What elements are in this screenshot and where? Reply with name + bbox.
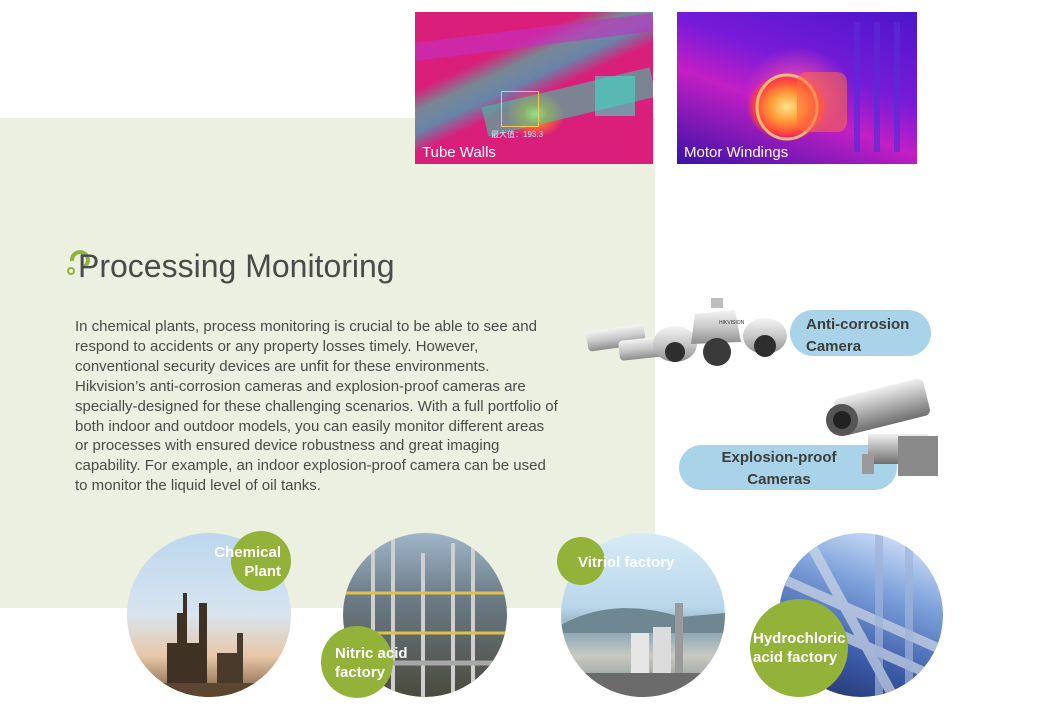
chemical-plant-label: Chemical Plant <box>214 544 281 580</box>
nitric-acid-factory-badge: Nitric acid factory <box>321 626 408 698</box>
explosion-proof-camera-image <box>826 378 938 476</box>
explosion-proof-cameras-label: Explosion-proof Cameras <box>679 445 897 490</box>
refinery-silhouette <box>127 593 291 697</box>
section-body-text: In chemical plants, process monitoring i… <box>75 318 558 495</box>
section-title-icon <box>67 250 90 275</box>
page-title: Processing Monitoring <box>78 248 395 284</box>
brand-mark: HIKVISION <box>719 320 745 326</box>
hydrochloric-acid-factory-badge: Hydrochloric acid factory <box>750 599 848 697</box>
anti-corrosion-camera-label: Anti-corrosion Camera <box>790 310 931 356</box>
anti-corrosion-camera-label-text: Anti-corrosion Camera <box>806 316 910 355</box>
pipe-array-silhouette <box>779 533 943 697</box>
vitriol-factory-badge: Vitriol factory <box>557 537 674 585</box>
thermal-image-motor-windings: Motor Windings <box>677 12 917 164</box>
section-background-panel <box>0 118 655 608</box>
motor-illustration <box>755 22 900 152</box>
factory-silhouette <box>561 603 725 697</box>
thermal-image-tube-walls: 最大值：193.3 Tube Walls <box>415 12 653 164</box>
max-value-readout: 最大值：193.3 <box>491 130 544 139</box>
nitric-acid-factory-label: Nitric acid factory <box>335 645 408 681</box>
thermal-caption-tube-walls: Tube Walls <box>422 144 496 161</box>
hydrochloric-acid-factory-label: Hydrochloric acid factory <box>753 630 846 666</box>
thermal-caption-motor-windings: Motor Windings <box>684 144 789 161</box>
vitriol-factory-label: Vitriol factory <box>578 554 675 571</box>
anti-corrosion-camera-image: HIKVISION <box>586 298 787 366</box>
measurement-box <box>501 91 539 127</box>
pipe-illustration <box>415 13 653 137</box>
chemical-plant-badge: Chemical Plant <box>214 531 291 591</box>
explosion-proof-cameras-label-text: Explosion-proof Cameras <box>721 449 837 488</box>
